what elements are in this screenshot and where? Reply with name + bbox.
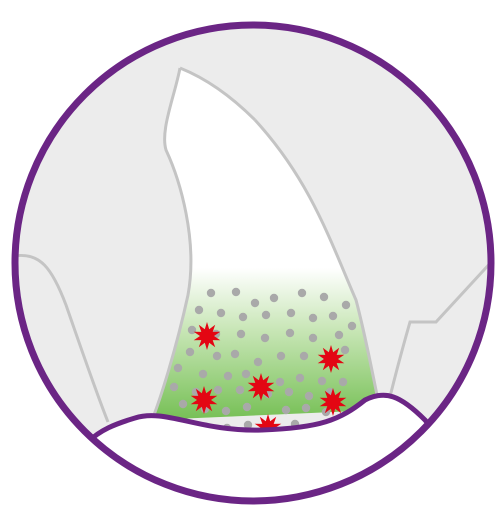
particle-dot (342, 301, 350, 309)
particle-dot (261, 334, 269, 342)
particle-dot (195, 306, 203, 314)
particle-dot (309, 314, 317, 322)
particle-dot (254, 358, 262, 366)
particle-dot (217, 309, 225, 317)
particle-dot (341, 346, 349, 354)
particle-dot (199, 370, 207, 378)
particle-dot (318, 377, 326, 385)
particle-dot (222, 407, 230, 415)
particle-dot (286, 329, 294, 337)
particle-dot (242, 370, 250, 378)
particle-dot (276, 378, 284, 386)
particle-dot (335, 331, 343, 339)
particle-dot (231, 350, 239, 358)
particle-dot (179, 400, 187, 408)
particle-dot (188, 326, 196, 334)
particle-dot (305, 392, 313, 400)
particle-dot (262, 311, 270, 319)
particle-dot (329, 312, 337, 320)
particle-dot (251, 299, 259, 307)
particle-dot (213, 352, 221, 360)
particle-dot (239, 313, 247, 321)
particle-dot (236, 386, 244, 394)
particle-dot (287, 309, 295, 317)
particle-dot (282, 406, 290, 414)
particle-dot (302, 404, 310, 412)
particle-dot (170, 383, 178, 391)
particle-dot (232, 288, 240, 296)
particle-dot (348, 322, 356, 330)
particle-dot (300, 352, 308, 360)
particle-dot (309, 334, 317, 342)
particle-dot (277, 352, 285, 360)
particle-dot (339, 378, 347, 386)
particle-dot (174, 364, 182, 372)
particle-dot (270, 294, 278, 302)
particle-dot (243, 403, 251, 411)
particle-dot (186, 348, 194, 356)
particle-dot (298, 289, 306, 297)
particle-dot (237, 330, 245, 338)
particle-dot (285, 388, 293, 396)
particle-dot (296, 374, 304, 382)
particle-dot (207, 289, 215, 297)
particle-dot (224, 372, 232, 380)
particle-dot (214, 386, 222, 394)
particle-dot (320, 293, 328, 301)
